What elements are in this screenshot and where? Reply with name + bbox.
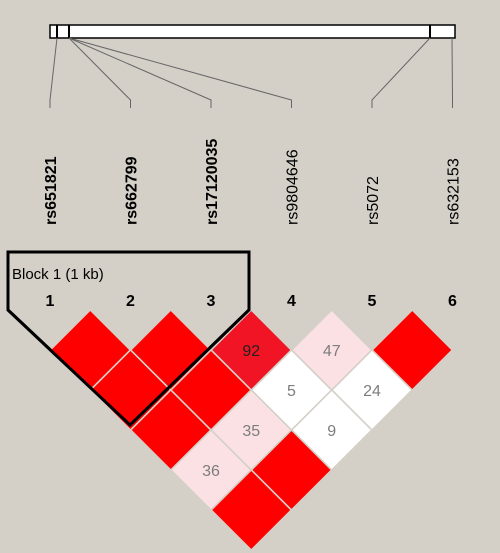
snp-index-1: 1 bbox=[46, 293, 55, 310]
connector-line-rs632153 bbox=[451, 37, 453, 108]
region-bar bbox=[49, 24, 456, 39]
snp-connector-lines bbox=[49, 37, 453, 108]
snp-name-rs662799: rs662799 bbox=[124, 156, 141, 225]
snp-index-3: 3 bbox=[207, 293, 216, 310]
ld-value: 35 bbox=[242, 423, 260, 440]
snp-index-labels: 1 2 3 4 5 6 bbox=[46, 293, 458, 310]
block-label: Block 1 (1 kb) bbox=[12, 266, 104, 283]
ld-matrix: 92 47 5 24 35 9 36 bbox=[49, 308, 454, 552]
ld-value: 92 bbox=[242, 343, 260, 360]
snp-index-6: 6 bbox=[448, 293, 457, 310]
connector-line-rs651821 bbox=[49, 37, 58, 108]
connector-line-rs662799 bbox=[68, 37, 131, 108]
snp-name-rs17120035: rs17120035 bbox=[204, 139, 221, 225]
snp-index-2: 2 bbox=[126, 293, 135, 310]
block-outline bbox=[6, 250, 251, 428]
ld-value: 5 bbox=[287, 383, 296, 400]
connector-line-rs9804646 bbox=[68, 37, 292, 108]
snp-name-rs5072: rs5072 bbox=[365, 176, 382, 225]
ld-value: 9 bbox=[327, 423, 336, 440]
ld-value: 36 bbox=[202, 463, 220, 480]
snp-name-rs651821: rs651821 bbox=[43, 156, 60, 225]
snp-index-5: 5 bbox=[368, 293, 377, 310]
ld-cell-1-6 bbox=[210, 468, 293, 552]
ld-value: 47 bbox=[323, 343, 341, 360]
snp-name-rs632153: rs632153 bbox=[446, 158, 463, 225]
snp-name-rs9804646: rs9804646 bbox=[285, 149, 302, 225]
connector-line-rs5072 bbox=[371, 37, 431, 108]
snp-name-labels: rs651821 rs662799 rs17120035 rs9804646 rs507… bbox=[43, 139, 463, 225]
connector-line-rs17120035 bbox=[68, 37, 212, 108]
ld-value: 24 bbox=[363, 383, 381, 400]
snp-index-4: 4 bbox=[287, 293, 296, 310]
